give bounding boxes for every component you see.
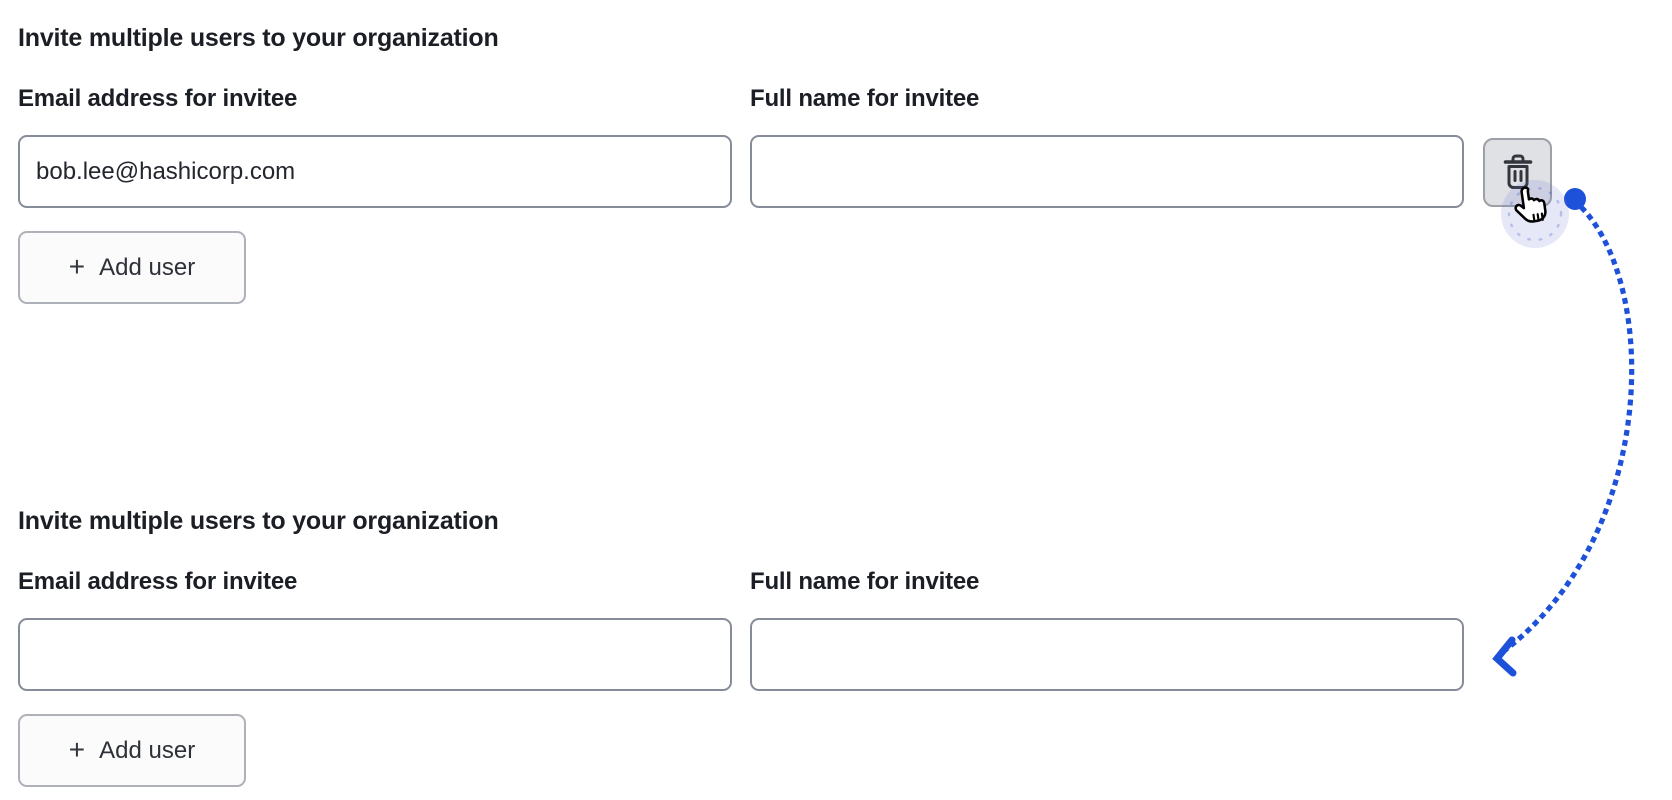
section-heading: Invite multiple users to your organizati… bbox=[18, 507, 499, 535]
add-user-label: Add user bbox=[99, 253, 196, 281]
full-name-label: Full name for invitee bbox=[750, 85, 980, 112]
email-label: Email address for invitee bbox=[18, 568, 298, 595]
full-name-input[interactable] bbox=[750, 618, 1464, 691]
full-name-input[interactable] bbox=[750, 135, 1464, 208]
section-heading: Invite multiple users to your organizati… bbox=[18, 24, 499, 52]
arrow-dotted-path bbox=[1496, 205, 1635, 658]
plus-icon: + bbox=[68, 733, 86, 765]
delete-row-button[interactable] bbox=[1483, 138, 1552, 207]
add-user-label: Add user bbox=[99, 736, 196, 764]
full-name-label: Full name for invitee bbox=[750, 568, 980, 595]
add-user-button[interactable]: + Add user bbox=[18, 714, 246, 787]
email-input[interactable] bbox=[18, 618, 732, 691]
arrowhead bbox=[1492, 636, 1517, 677]
email-label: Email address for invitee bbox=[18, 85, 298, 112]
add-user-button[interactable]: + Add user bbox=[18, 231, 246, 304]
plus-icon: + bbox=[68, 250, 86, 282]
trash-icon bbox=[1503, 154, 1532, 189]
arrow-start-dot bbox=[1564, 188, 1586, 210]
email-input[interactable] bbox=[18, 135, 732, 208]
